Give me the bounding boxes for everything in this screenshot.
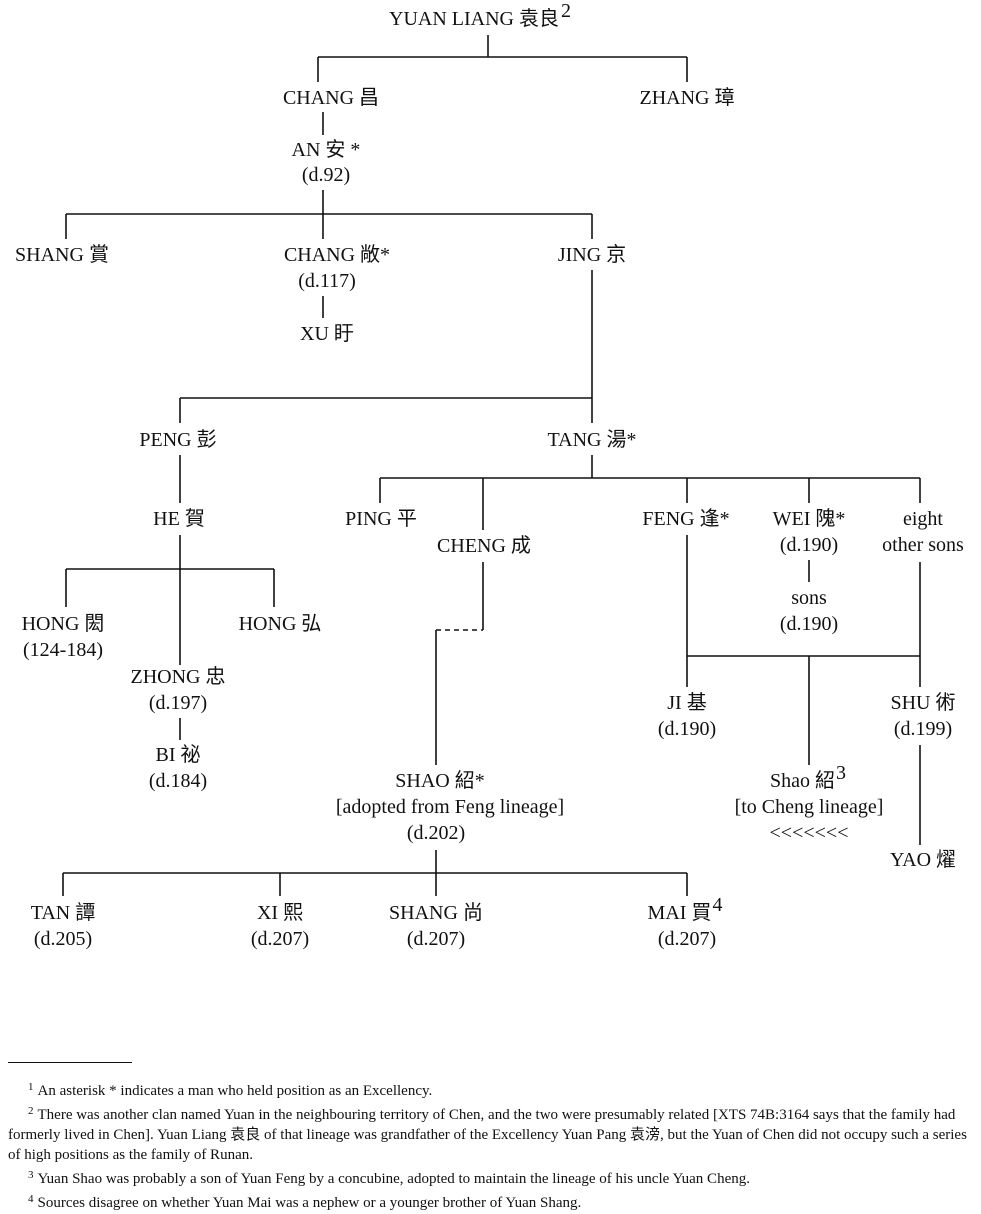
node-yao: YAO 燿	[890, 848, 956, 871]
node-shao-2-line2: [to Cheng lineage]	[735, 796, 884, 818]
node-bi-dates: (d.184)	[149, 770, 207, 792]
node-wei-dates: (d.190)	[780, 534, 838, 556]
node-shao-2-arrow: <<<<<<<	[770, 822, 849, 844]
node-ji-dates: (d.190)	[658, 718, 716, 740]
node-shao-2: Shao 紹3	[770, 762, 846, 792]
node-xu: XU 盱	[300, 323, 354, 345]
node-shu-dates: (d.199)	[894, 718, 952, 740]
node-mai-dates: (d.207)	[658, 928, 716, 950]
tree-connectors	[62, 35, 921, 896]
node-chang: CHANG 昌	[283, 87, 379, 109]
node-cheng: CHENG 成	[437, 534, 531, 557]
node-hong-1: HONG 閎	[22, 613, 105, 635]
node-peng: PENG 彭	[139, 428, 216, 451]
node-xi-dates: (d.207)	[251, 928, 309, 950]
node-eight: eight	[903, 508, 943, 530]
node-bi: BI 祕	[156, 743, 201, 766]
node-shang-1: SHANG 賞	[15, 243, 109, 266]
footnote-rule	[8, 1062, 132, 1063]
node-shao-line2: [adopted from Feng lineage]	[336, 796, 564, 818]
node-tan: TAN 譚	[31, 901, 96, 924]
node-tang: TANG 湯*	[548, 428, 637, 451]
node-an: AN 安 *	[292, 138, 361, 161]
node-ping: PING 平	[345, 508, 417, 530]
node-mai: MAI 買4	[648, 894, 723, 924]
node-hong-2: HONG 弘	[239, 613, 322, 635]
node-shang-2-dates: (d.207)	[407, 928, 465, 950]
node-chang-2-dates: (d.117)	[298, 270, 356, 292]
node-an-dates: (d.92)	[302, 164, 350, 186]
node-feng: FENG 逢*	[642, 507, 729, 530]
node-shao: SHAO 紹*	[395, 769, 484, 792]
node-wei-sons-dates: (d.190)	[780, 613, 838, 635]
node-wei-sons: sons	[791, 587, 827, 609]
node-zhang: ZHANG 璋	[640, 86, 735, 109]
node-shang-2: SHANG 尚	[389, 901, 483, 924]
node-tan-dates: (d.205)	[34, 928, 92, 950]
node-eight-line2: other sons	[882, 534, 964, 556]
node-he: HE 賀	[153, 507, 205, 530]
node-jing: JING 京	[558, 243, 626, 266]
node-chang-2: CHANG 敞*	[284, 243, 390, 266]
node-ji: JI 基	[667, 691, 706, 714]
node-wei: WEI 隗*	[773, 507, 846, 530]
node-zhong: ZHONG 忠	[131, 665, 226, 688]
node-zhong-dates: (d.197)	[149, 692, 207, 714]
node-shao-dates: (d.202)	[407, 822, 465, 844]
node-xi: XI 熙	[257, 902, 303, 924]
node-hong-1-dates: (124-184)	[23, 639, 103, 661]
node-shu: SHU 術	[890, 691, 955, 714]
